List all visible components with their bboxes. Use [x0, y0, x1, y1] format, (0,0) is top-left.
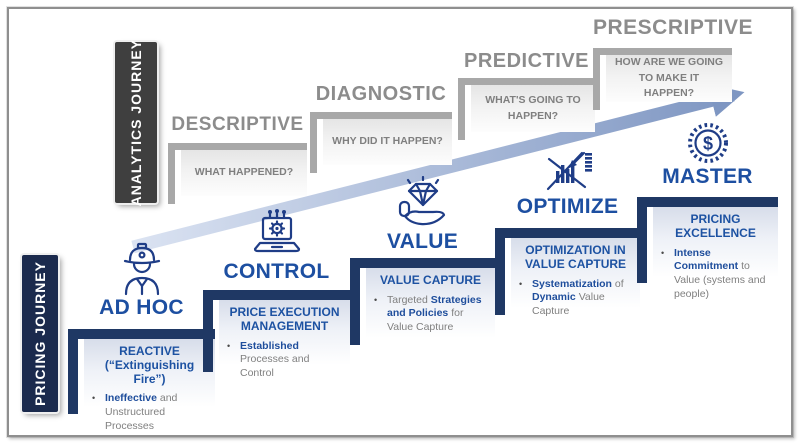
pricing-journey-label: PRICING JOURNEY — [22, 255, 58, 412]
pricing-step-adhoc: REACTIVE (“Extinguishing Fire”) • Ineffe… — [68, 329, 215, 432]
pricing-step-title-value: VALUE — [386, 230, 459, 253]
bar-chart-analysis-icon — [495, 147, 640, 195]
question-box: WHAT'S GOING TO HAPPEN? — [471, 85, 595, 132]
analytics-step-title-predictive: PREDICTIVE — [463, 50, 590, 72]
step-bullet: • Targeted Strategies and Policies for V… — [374, 293, 482, 334]
pricing-step-title-adhoc: AD HOC — [99, 296, 184, 319]
analytics-journey-label-text: ANALYTICS JOURNEY — [128, 38, 144, 207]
pricing-step-title-optimize: OPTIMIZE — [516, 195, 619, 218]
question-box: WHAT HAPPENED? — [181, 150, 307, 196]
analytics-step-predictive: WHAT'S GOING TO HAPPEN? — [458, 78, 595, 140]
step-bullet: • Established Processes and Control — [227, 339, 310, 379]
pricing-journey-label-text: PRICING JOURNEY — [32, 261, 48, 406]
step-header: PRICE EXECUTION MANAGEMENT — [229, 305, 340, 333]
step-header: PRICING EXCELLENCE — [675, 212, 756, 240]
laptop-gear-icon — [203, 208, 350, 256]
bullet-dot: • — [661, 247, 665, 258]
dollar-medal-icon: $ — [637, 118, 778, 168]
analytics-journey-label: ANALYTICS JOURNEY — [115, 38, 157, 207]
bullet-dot: • — [519, 278, 523, 289]
pricing-step-control: PRICE EXECUTION MANAGEMENT • Established… — [203, 290, 350, 379]
step-bullet: • Ineffective and Unstructured Processes — [92, 392, 178, 432]
step-header: OPTIMIZATION IN VALUE CAPTURE — [524, 243, 627, 271]
step-bullet: • Systematization of Dynamic Value Captu… — [519, 277, 624, 317]
pricing-step-optimize: OPTIMIZATION IN VALUE CAPTURE • Systemat… — [495, 228, 640, 317]
analytics-step-title-descriptive: DESCRIPTIVE — [171, 114, 304, 135]
svg-text:$: $ — [702, 134, 712, 154]
firefighter-icon — [68, 242, 215, 296]
analytics-step-descriptive: WHAT HAPPENED? — [168, 143, 307, 204]
analytics-step-prescriptive: HOW ARE WE GOING TO MAKE IT HAPPEN? — [593, 48, 732, 110]
bullet-dot: • — [374, 294, 378, 305]
analytics-step-title-diagnostic: DIAGNOSTIC — [315, 83, 447, 105]
pricing-step-master: PRICING EXCELLENCE • Intense Commitment … — [637, 197, 778, 300]
question-box: HOW ARE WE GOING TO MAKE IT HAPPEN? — [606, 55, 732, 102]
step-header: VALUE CAPTURE — [379, 273, 482, 287]
analytics-step-diagnostic: WHY DID IT HAPPEN? — [310, 112, 452, 173]
hand-diamond-icon — [350, 176, 495, 228]
analytics-step-title-prescriptive: PRESCRIPTIVE — [593, 16, 754, 39]
bullet-dot: • — [227, 340, 231, 351]
step-header: REACTIVE (“Extinguishing Fire”) — [104, 344, 195, 386]
bullet-dot: • — [92, 393, 96, 404]
slide-border — [7, 7, 793, 437]
pricing-step-value: VALUE CAPTURE • Targeted Strategies and … — [350, 258, 495, 345]
question-box: WHY DID IT HAPPEN? — [323, 119, 452, 165]
pricing-step-title-master: MASTER — [662, 165, 753, 188]
pricing-step-title-control: CONTROL — [223, 260, 330, 283]
step-bullet: • Intense Commitment to Value (systems a… — [661, 246, 766, 300]
